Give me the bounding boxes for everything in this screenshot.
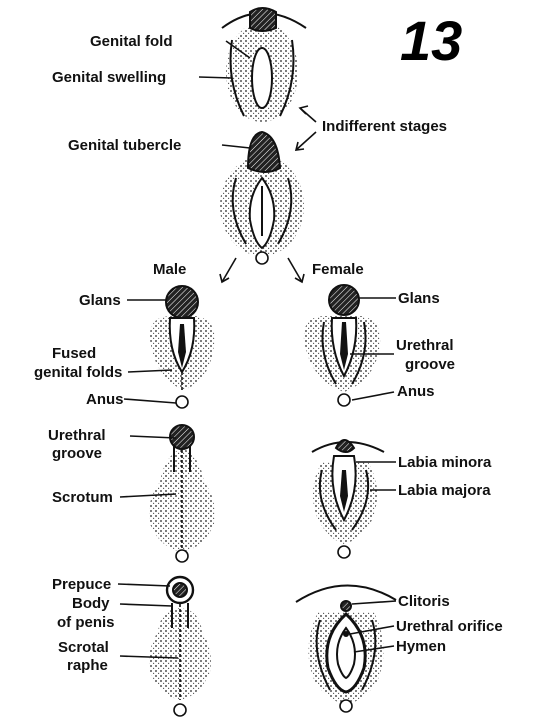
female-glans-label: Glans [398, 290, 440, 307]
clitoris-label: Clitoris [398, 593, 450, 610]
male-urethral-groove-label-line2: groove [52, 445, 102, 462]
scrotal-raphe-label-line2: raphe [67, 657, 108, 674]
body-of-penis-label-line1: Body [72, 595, 110, 612]
fused-genital-folds-label-line2: genital folds [34, 364, 122, 381]
female-stage-1-drawing [304, 285, 380, 406]
figure-number: 13 [400, 9, 462, 72]
male-glans-label: Glans [79, 292, 121, 309]
urethral-orifice-label: Urethral orifice [396, 618, 503, 635]
clitoris-leader [352, 601, 396, 604]
body-of-penis-leader [120, 604, 172, 606]
fused-genital-folds-label-line1: Fused [52, 345, 96, 362]
genital-swelling-label: Genital swelling [52, 69, 166, 86]
female-anus-label: Anus [397, 383, 435, 400]
indifferent-stage-1-drawing [222, 8, 306, 122]
female-heading: Female [312, 261, 364, 278]
hymen-label: Hymen [396, 638, 446, 655]
scrotal-raphe-label-line1: Scrotal [58, 639, 109, 656]
prepuce-label: Prepuce [52, 576, 111, 593]
prepuce-leader [118, 584, 170, 586]
male-heading: Male [153, 261, 186, 278]
male-urethral-groove-label-line1: Urethral [48, 427, 106, 444]
indifferent-arrow-lower [296, 132, 316, 150]
female-urethral-groove-label-line1: Urethral [396, 337, 454, 354]
indifferent-stage-2-drawing [220, 132, 304, 264]
male-stage-2-drawing [149, 425, 215, 562]
female-anus-leader [352, 392, 394, 400]
genital-tubercle-leader [222, 145, 250, 148]
scrotum-label: Scrotum [52, 489, 113, 506]
male-stage-3-drawing [149, 577, 211, 716]
male-anus-leader [124, 399, 176, 403]
labia-minora-label: Labia minora [398, 454, 492, 471]
labia-majora-label: Labia majora [398, 482, 491, 499]
indifferent-arrowhead-upper [300, 106, 308, 114]
indifferent-stages-label: Indifferent stages [322, 118, 447, 135]
genital-fold-label: Genital fold [90, 33, 173, 50]
genital-tubercle-label: Genital tubercle [68, 137, 181, 154]
female-stage-2-drawing [312, 440, 384, 558]
genital-swelling-leader [199, 77, 232, 78]
body-of-penis-label-line2: of penis [57, 614, 115, 631]
male-stage-1-drawing [150, 286, 215, 408]
female-urethral-groove-label-line2: groove [405, 356, 455, 373]
male-anus-label: Anus [86, 391, 124, 408]
